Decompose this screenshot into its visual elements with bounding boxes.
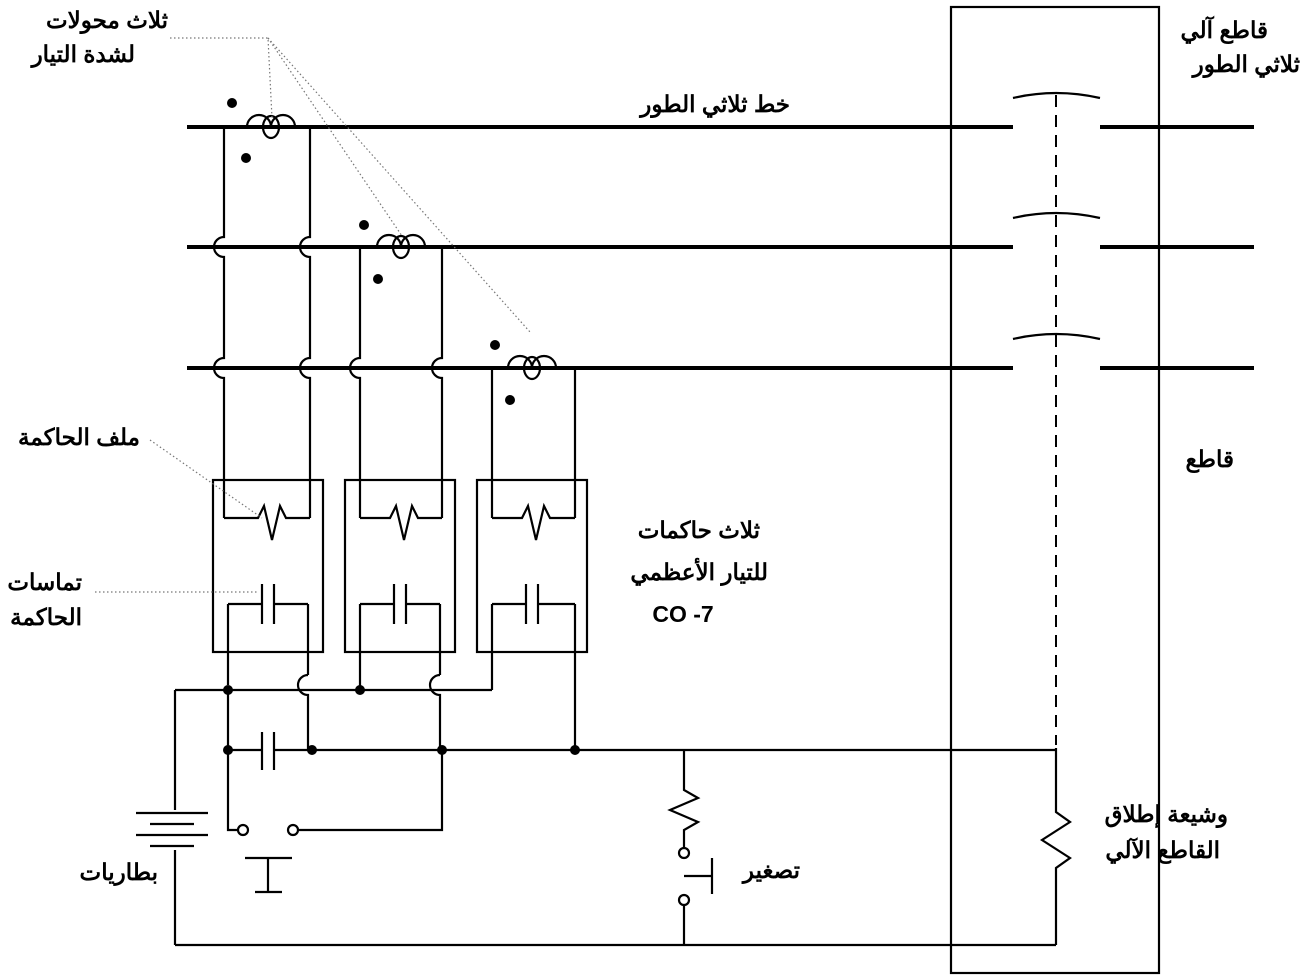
polarity-dot [505, 395, 515, 405]
relay-box [343, 478, 457, 654]
relay-3 [475, 478, 589, 750]
relays-model: CO -7 [652, 601, 713, 627]
reduction-branch [667, 750, 714, 945]
relay-coil-label: ملف الحاكمة [18, 424, 140, 450]
relay-contacts-line2: الحاكمة [10, 604, 82, 630]
current-transformer-2 [358, 220, 444, 284]
current-transformer-3 [490, 340, 577, 405]
relay-contact [492, 584, 575, 624]
circuit-breaker [949, 5, 1161, 975]
breaker-label: قاطع [1185, 446, 1234, 474]
relays-title-line2: للتيار الأعظمي [630, 557, 768, 587]
relay-box [475, 478, 589, 654]
reduction-label: تصغير [741, 857, 801, 885]
relay-coil [360, 502, 442, 541]
breaker-contact-3 [1012, 332, 1101, 341]
leader-lines [95, 37, 531, 593]
relay-contact [228, 584, 308, 624]
relay-coil [492, 502, 575, 541]
current-transformers [222, 98, 577, 405]
labels: ثلاث محولات لشدة التيار خط ثلاثي الطور ق… [7, 7, 1300, 887]
manual-trip-pushbutton [236, 750, 444, 894]
polarity-dot [359, 220, 369, 230]
battery [136, 690, 208, 945]
polarity-dot [490, 340, 500, 350]
ct-title-line2: لشدة التيار [30, 41, 135, 69]
secondary-wiring [212, 142, 577, 518]
breaker-box [949, 5, 1161, 975]
current-transformer-1 [222, 98, 312, 163]
polarity-dot [373, 274, 383, 284]
breaker-title-line2: ثلاثي الطور [1191, 51, 1301, 79]
junction-dot [223, 745, 233, 755]
breaker-contact-1 [1012, 91, 1101, 100]
breaker-title-line1: قاطع آلي [1180, 15, 1268, 45]
seal-in-contact [260, 732, 276, 770]
relay-1 [211, 478, 325, 685]
three-phase-line [187, 125, 1254, 370]
polarity-dot [227, 98, 237, 108]
relay-coil [224, 502, 310, 541]
trip-coil-line2: القاطع الآلي [1105, 837, 1220, 865]
junction-dot [307, 745, 317, 755]
junction-dot [355, 685, 365, 695]
junction-dot [223, 685, 233, 695]
ct-title-line1: ثلاث محولات [46, 7, 169, 35]
trip-coil [1039, 748, 1072, 945]
batteries-label: بطاريات [80, 859, 158, 887]
junction-dot [570, 745, 580, 755]
relay-2 [343, 478, 457, 690]
polarity-dot [241, 153, 251, 163]
relay-contacts-line1: تماسات [7, 569, 82, 595]
relay-box [211, 478, 325, 654]
dc-trip-circuit [136, 673, 1056, 947]
junction-dot [437, 745, 447, 755]
trip-coil-line1: وشيعة إطلاق [1105, 801, 1228, 829]
relays-title-line1: ثلاث حاكمات [638, 517, 761, 543]
line-title: خط ثلاثي الطور [638, 91, 790, 119]
overcurrent-relays [211, 478, 589, 750]
breaker-contact-2 [1012, 211, 1101, 220]
relay-contact [360, 584, 440, 624]
